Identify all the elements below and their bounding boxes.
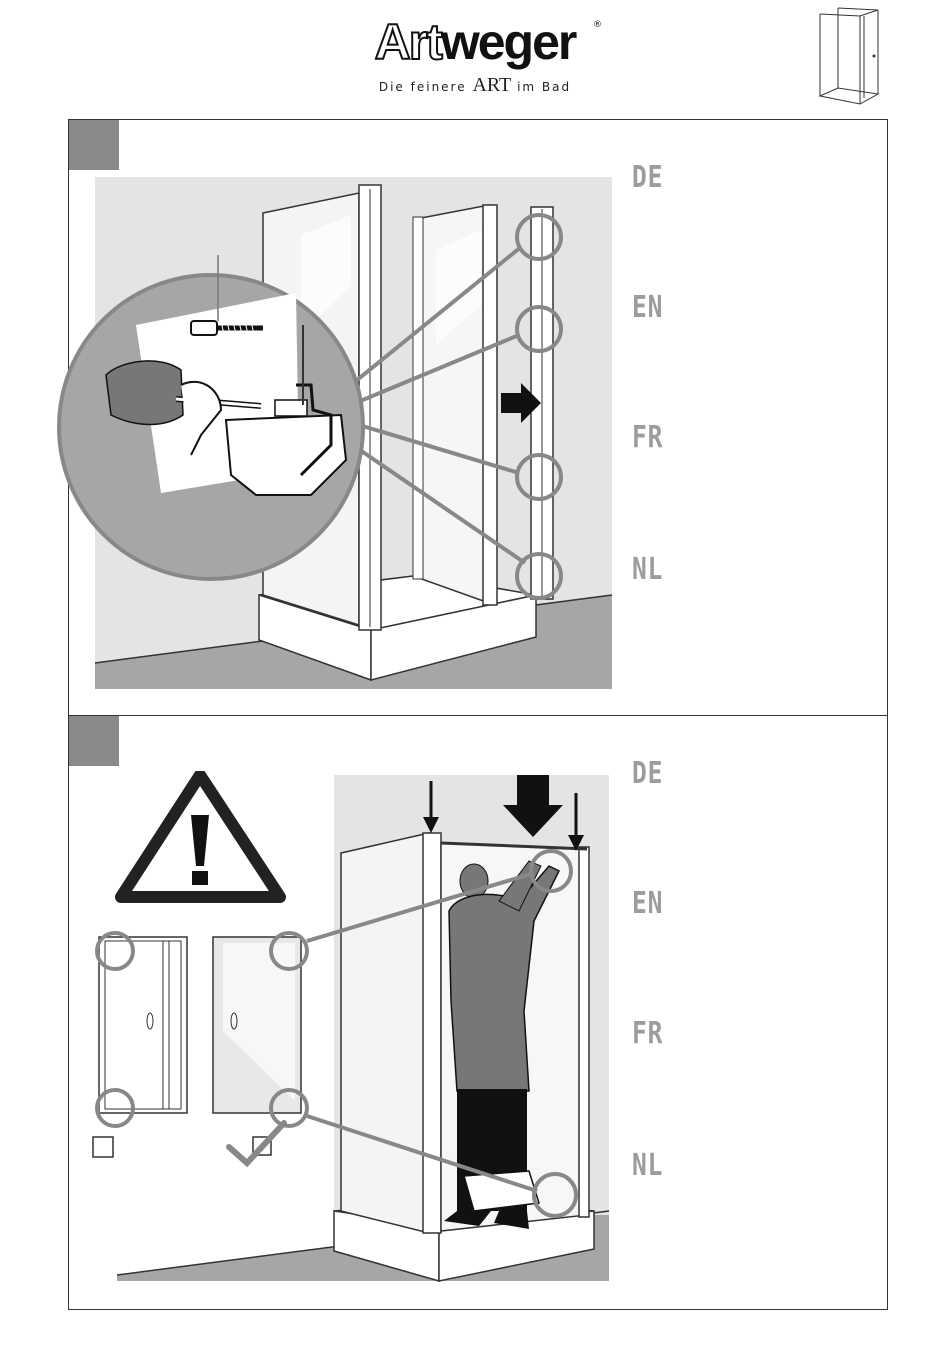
shower-enclosure-icon [800,6,890,106]
wrong-option-box [93,1137,113,1157]
step-panel-1: DE EN FR NL [68,119,888,716]
illustration-door-alignment [79,771,624,1291]
language-label-de: DE [632,756,663,791]
registered-mark: ® [593,20,602,30]
brand-name: Artweger [340,14,610,70]
language-label-en: EN [632,290,663,325]
step-number-box [69,120,119,170]
language-label-de: DE [632,160,663,195]
illustration-screw-fixing [41,175,616,700]
language-label-fr: FR [632,420,663,455]
step-number-box [69,716,119,766]
language-label-nl: NL [632,552,663,587]
step-panel-2: DE EN FR NL [68,715,888,1310]
brand-tagline: Die feinere ART im Bad [340,74,610,97]
language-label-en: EN [632,886,663,921]
language-label-nl: NL [632,1148,663,1183]
brand-logo: Artweger ® Die feinere ART im Bad [340,14,610,104]
language-label-fr: FR [632,1016,663,1051]
